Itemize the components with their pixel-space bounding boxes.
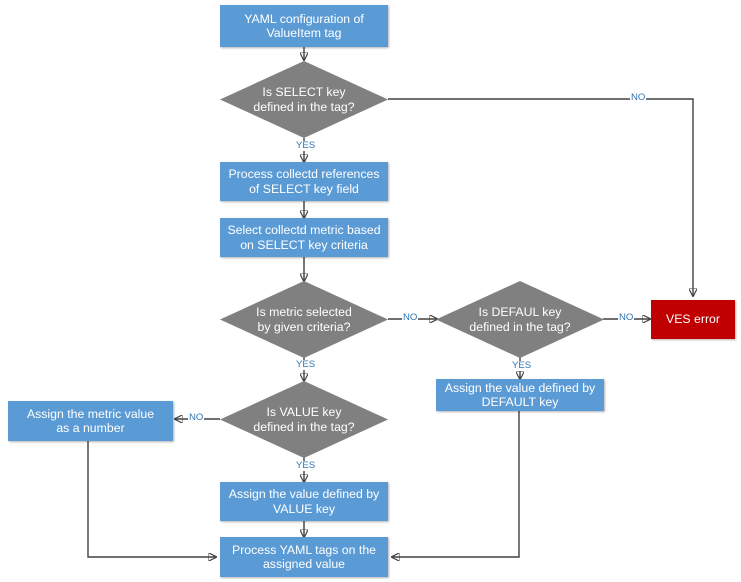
edge-assign-default-to-process-yaml [392, 411, 520, 557]
node-assign-default-value[interactable]: Assign the value defined by DEFAULT key [436, 379, 604, 411]
node-value-key-decision[interactable]: Is VALUE key defined in the tag? [220, 381, 388, 458]
edge-label-defaul-yes: YES [511, 360, 533, 371]
edge-label-value-no: NO [188, 412, 205, 423]
edge-select-no-to-ves-error [388, 98, 693, 296]
node-ves-error[interactable]: VES error [651, 300, 735, 339]
node-process-yaml-tags[interactable]: Process YAML tags on the assigned value [220, 537, 388, 577]
node-select-key-label: Is SELECT key defined in the tag? [253, 84, 355, 114]
edge-assign-number-to-process-yaml [87, 441, 216, 557]
node-metric-selected-label: Is metric selected by given criteria? [256, 304, 352, 334]
node-select-collectd-metric[interactable]: Select collectd metric based on SELECT k… [220, 218, 388, 257]
edge-label-metric-yes: YES [295, 359, 317, 370]
edge-label-metric-no: NO [402, 312, 419, 323]
node-start[interactable]: YAML configuration of ValueItem tag [220, 5, 388, 47]
edge-label-select-no: NO [630, 92, 647, 103]
node-defaul-key-label: Is DEFAUL key defined in the tag? [469, 304, 571, 334]
node-process-collectd-references[interactable]: Process collectd references of SELECT ke… [220, 162, 388, 201]
node-defaul-key-decision[interactable]: Is DEFAUL key defined in the tag? [436, 281, 604, 358]
edge-label-value-yes: YES [295, 460, 317, 471]
edge-label-select-yes: YES [295, 140, 317, 151]
node-metric-selected-decision[interactable]: Is metric selected by given criteria? [220, 281, 388, 358]
edge-label-defaul-no: NO [618, 312, 635, 323]
node-select-key-decision[interactable]: Is SELECT key defined in the tag? [220, 61, 388, 138]
node-assign-value-key[interactable]: Assign the value defined by VALUE key [220, 482, 388, 521]
node-assign-metric-number[interactable]: Assign the metric value as a number [8, 401, 173, 441]
node-value-key-label: Is VALUE key defined in the tag? [253, 404, 355, 434]
